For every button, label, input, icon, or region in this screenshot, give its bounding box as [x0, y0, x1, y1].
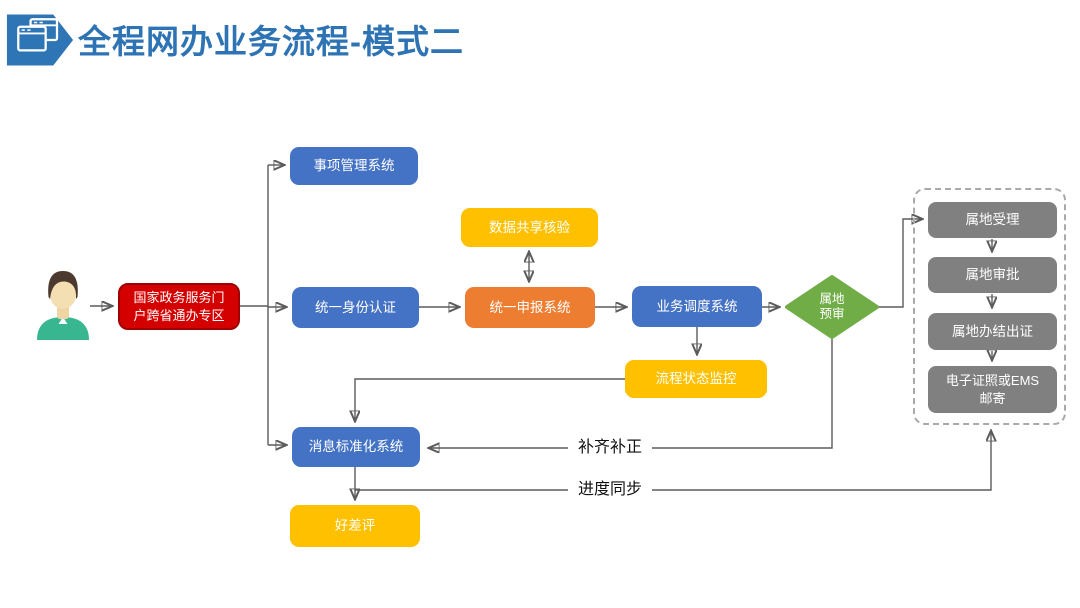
node-matter-management-system: 事项管理系统	[290, 147, 418, 185]
connector-progress-sync	[355, 431, 991, 491]
edge-label-progress-sync: 进度同步	[568, 480, 652, 500]
node-unified-identity-auth: 统一身份认证	[292, 287, 419, 328]
node-unified-declaration-system: 统一申报系统	[465, 287, 595, 328]
node-data-sharing-verification: 数据共享核验	[461, 208, 598, 247]
node-process-status-monitor: 流程状态监控	[625, 360, 767, 398]
node-ecert-or-ems-delivery: 电子证照或EMS邮寄	[928, 366, 1057, 413]
diamond-shape	[785, 275, 879, 339]
connector-portal-branch	[240, 165, 269, 445]
node-local-pre-review-decision: 属地预审	[785, 275, 879, 339]
window-stack-icon	[6, 14, 74, 66]
diamond-label: 属地预审	[819, 292, 845, 321]
connector-monitor-message	[355, 378, 625, 421]
person-icon	[37, 271, 89, 340]
edge-label-supplement-correction: 补齐补正	[568, 438, 652, 458]
node-local-approval: 属地审批	[928, 257, 1057, 293]
node-local-acceptance: 属地受理	[928, 202, 1057, 238]
node-rating-system: 好差评	[290, 505, 420, 547]
node-local-conclusion-certificate: 属地办结出证	[928, 313, 1057, 350]
local-handling-group	[913, 188, 1066, 425]
node-message-standardization-system: 消息标准化系统	[292, 427, 420, 467]
node-business-dispatch-system: 业务调度系统	[632, 286, 762, 327]
node-national-portal: 国家政务服务门户跨省通办专区	[118, 283, 240, 330]
page-title: 全程网办业务流程-模式二	[78, 23, 464, 60]
